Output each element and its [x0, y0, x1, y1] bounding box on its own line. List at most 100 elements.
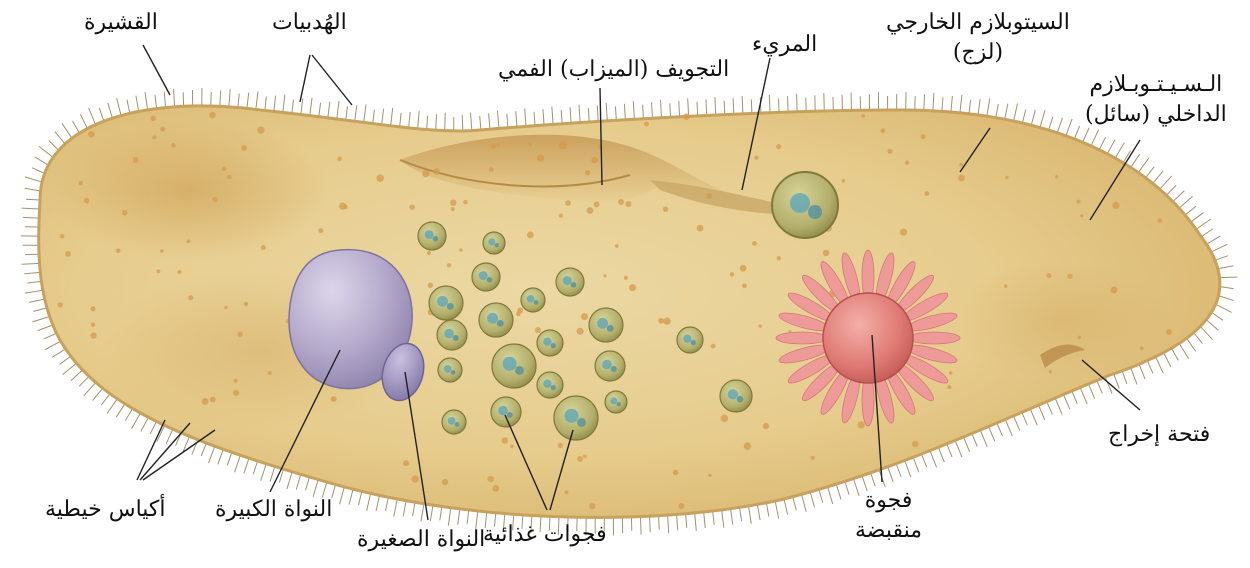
- cilium: [218, 449, 223, 464]
- cilium: [942, 97, 943, 111]
- cilium: [89, 108, 96, 125]
- cilium: [964, 437, 970, 452]
- cilium: [101, 394, 109, 405]
- cilium: [1220, 287, 1234, 289]
- cilium: [1147, 361, 1153, 374]
- food-particle: [487, 277, 493, 283]
- granule: [487, 476, 494, 483]
- granule: [528, 142, 532, 146]
- granule: [450, 199, 456, 205]
- cilium: [349, 489, 353, 504]
- cilium: [270, 466, 275, 481]
- cilium: [141, 417, 149, 431]
- granule: [241, 145, 247, 151]
- cilium: [25, 188, 41, 191]
- granule: [537, 155, 544, 162]
- granule: [337, 157, 342, 162]
- granule: [171, 143, 176, 148]
- food-particle: [437, 296, 448, 307]
- label-endoplasm: الـسـيـتـوبـلازم الداخلي (سائل): [1085, 70, 1227, 129]
- granule: [663, 207, 668, 212]
- cilium: [534, 112, 535, 126]
- cilium: [836, 484, 841, 499]
- cilium: [987, 98, 990, 116]
- label-oral-groove: التجويف (الميزاب) الفمي: [498, 55, 729, 85]
- cilium: [652, 102, 653, 118]
- cilium: [633, 101, 634, 119]
- cilium: [1153, 171, 1163, 183]
- food-particle: [611, 366, 617, 372]
- cilium: [913, 457, 919, 472]
- label-gullet: المريء: [752, 30, 817, 60]
- cilium: [164, 92, 165, 108]
- label-ectoplasm: السيتوبلازم الخارجي (لزج): [886, 8, 1070, 67]
- cilium: [1088, 384, 1094, 399]
- cilium: [1115, 143, 1124, 159]
- cilium: [1114, 374, 1120, 389]
- leader-line-trichocysts: [140, 423, 190, 480]
- cilium: [1139, 364, 1145, 379]
- label-contractile-line1: فجوة: [855, 486, 922, 516]
- food-particle: [602, 360, 612, 370]
- cilium: [1107, 140, 1115, 154]
- cilium: [1014, 104, 1018, 122]
- cilium: [561, 110, 562, 124]
- granule: [811, 456, 815, 460]
- granule: [502, 437, 508, 443]
- food-particle: [577, 418, 586, 427]
- granule: [1049, 370, 1052, 373]
- cilium: [1200, 326, 1212, 339]
- cilium: [373, 110, 375, 124]
- food-particle: [453, 335, 459, 341]
- cilium: [722, 510, 724, 528]
- cilium: [448, 508, 450, 526]
- granule: [422, 170, 429, 177]
- food-particle: [543, 338, 551, 346]
- food-particle: [488, 238, 495, 245]
- granule: [565, 200, 571, 206]
- granule: [658, 318, 664, 324]
- granule: [257, 126, 264, 133]
- cilium: [59, 356, 70, 364]
- granule: [697, 225, 704, 232]
- cilium: [1160, 176, 1172, 189]
- granule: [1046, 273, 1051, 278]
- granule: [318, 228, 323, 233]
- cilium: [400, 113, 402, 127]
- food-particle: [455, 422, 460, 427]
- cilium: [679, 101, 680, 117]
- granule: [1078, 336, 1082, 340]
- label-cilia: الهُدبيات: [272, 8, 347, 38]
- granule: [1166, 329, 1172, 335]
- granule: [959, 163, 963, 167]
- granule: [711, 344, 716, 349]
- food-particle: [617, 402, 621, 406]
- cilium: [731, 509, 733, 525]
- cilium: [1047, 402, 1053, 415]
- cilium: [960, 95, 962, 113]
- granule: [116, 248, 121, 253]
- granule: [880, 128, 885, 133]
- food-particle: [451, 370, 456, 375]
- cilium: [38, 325, 53, 331]
- granule: [463, 200, 468, 205]
- granule: [603, 274, 606, 277]
- cilium: [1218, 266, 1234, 269]
- cilium: [44, 333, 57, 339]
- cilium: [1215, 256, 1228, 260]
- cilium: [1080, 387, 1087, 404]
- cilium: [238, 94, 239, 108]
- label-macronucleus: النواة الكبيرة: [215, 495, 332, 525]
- label-ectoplasm-line2: (لزج): [886, 38, 1070, 68]
- cilium: [26, 199, 40, 200]
- cilium: [905, 460, 911, 477]
- granule: [261, 245, 266, 250]
- cilium: [80, 114, 87, 128]
- cilium: [23, 217, 39, 218]
- cilium: [71, 370, 83, 381]
- granule: [152, 135, 156, 139]
- granule: [510, 445, 514, 449]
- cilium: [470, 113, 471, 131]
- cilium: [337, 101, 339, 119]
- cilium: [1005, 104, 1008, 120]
